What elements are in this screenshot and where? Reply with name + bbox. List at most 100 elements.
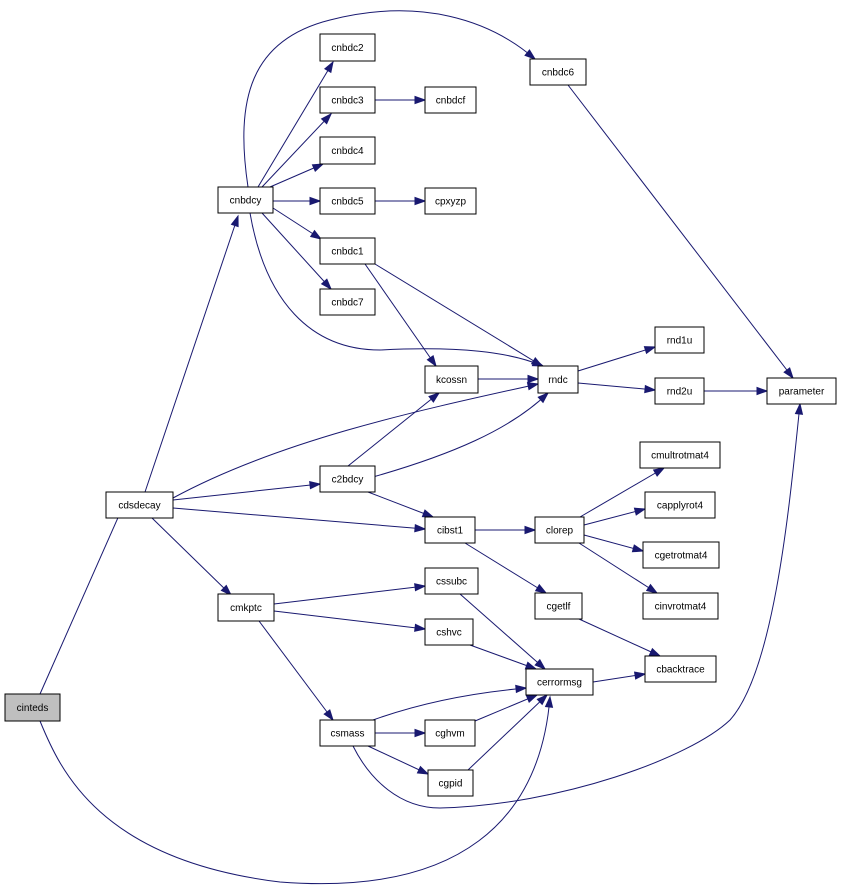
edge-line: [258, 620, 334, 721]
node-rnd1u[interactable]: rnd1u: [654, 326, 705, 354]
arrowhead-icon: [524, 49, 537, 60]
node-cnbdc5[interactable]: cnbdc5: [319, 187, 376, 215]
node-cgpid[interactable]: cgpid: [427, 769, 474, 797]
node-label: cnbdcf: [436, 96, 466, 107]
node-box: [319, 237, 376, 265]
node-label: cbacktrace: [656, 665, 705, 676]
node-cnbdcf[interactable]: cnbdcf: [424, 86, 477, 114]
node-box: [319, 33, 376, 62]
edge-cnbdcy-cnbdc6: [243, 10, 537, 188]
node-cdsdecay[interactable]: cdsdecay: [105, 491, 174, 519]
node-rndc[interactable]: rndc: [537, 365, 579, 394]
arrowhead-icon: [309, 229, 323, 240]
arrowhead-icon: [524, 661, 538, 670]
node-capplyrot4[interactable]: capplyrot4: [644, 491, 716, 519]
node-cnbdcy[interactable]: cnbdcy: [217, 186, 274, 214]
arrowhead-icon: [783, 367, 794, 380]
node-cnbdc1[interactable]: cnbdc1: [319, 237, 376, 265]
node-label: rnd2u: [667, 387, 693, 398]
node-box: [319, 719, 376, 747]
node-cbacktrace[interactable]: cbacktrace: [644, 655, 717, 683]
node-label: cgetrotmat4: [655, 551, 708, 562]
arrowhead-icon: [323, 60, 334, 74]
node-box: [424, 187, 477, 215]
node-label: cnbdc6: [542, 68, 575, 79]
node-cinvrotmat4[interactable]: cinvrotmat4: [642, 592, 719, 620]
node-cibst1[interactable]: cibst1: [424, 516, 476, 544]
node-cghvm[interactable]: cghvm: [424, 719, 476, 747]
edge-line: [459, 593, 546, 670]
edge-line: [273, 585, 426, 605]
node-label: rndc: [548, 375, 567, 386]
edge-line: [257, 61, 334, 188]
node-box: [319, 86, 376, 114]
node-label: parameter: [779, 387, 825, 398]
edge-cnbdcy-rndc: [249, 212, 545, 367]
node-csmass[interactable]: csmass: [319, 719, 376, 747]
edge-line: [372, 687, 527, 721]
node-box: [105, 491, 174, 519]
arrowhead-icon: [534, 583, 548, 594]
arrowhead-icon: [534, 658, 547, 671]
node-cshvc[interactable]: cshvc: [424, 618, 474, 646]
edge-cnbdcy-cnbdc2: [257, 60, 334, 188]
edge-cerrormsg-cbacktrace: [592, 671, 647, 683]
node-c2bdcy[interactable]: c2bdcy: [319, 465, 376, 493]
node-cmultrotmat4[interactable]: cmultrotmat4: [639, 441, 721, 469]
arrowhead-icon: [414, 523, 427, 533]
arrowhead-icon: [426, 354, 437, 368]
edge-cnbdc1-kcossn: [364, 263, 437, 368]
edge-c2bdcy-rndc: [372, 391, 550, 478]
node-cnbdc2[interactable]: cnbdc2: [319, 33, 376, 62]
arrowhead-icon: [428, 392, 441, 403]
node-label: cnbdc3: [331, 96, 364, 107]
arrowhead-icon: [633, 507, 647, 516]
node-cssubc[interactable]: cssubc: [424, 567, 479, 595]
arrowhead-icon: [320, 112, 333, 125]
arrowhead-icon: [645, 583, 659, 594]
edge-csmass-cerrormsg: [372, 684, 528, 721]
node-box: [217, 593, 275, 622]
node-label: cghvm: [435, 729, 464, 740]
node-label: cgpid: [439, 779, 463, 790]
edge-line: [372, 392, 549, 478]
arrowhead-icon: [421, 509, 435, 518]
edge-cnbdcy-cnbdc4: [269, 163, 325, 188]
node-cnbdc6[interactable]: cnbdc6: [529, 58, 587, 86]
arrowhead-icon: [756, 386, 769, 396]
edge-cmkptc-cssubc: [273, 583, 427, 605]
edge-clorep-cinvrotmat4: [578, 542, 659, 594]
node-label: cssubc: [436, 577, 467, 588]
node-cpxyzp[interactable]: cpxyzp: [424, 187, 477, 215]
node-box: [319, 187, 376, 215]
edge-cssubc-cerrormsg: [459, 593, 547, 671]
edge-csmass-cgpid: [367, 745, 430, 775]
node-label: cinvrotmat4: [655, 602, 707, 613]
node-box: [424, 86, 477, 114]
node-clorep[interactable]: clorep: [534, 516, 585, 544]
edge-csmass-cghvm: [375, 728, 427, 738]
node-kcossn[interactable]: kcossn: [424, 365, 479, 394]
node-box: [427, 769, 474, 797]
node-cnbdc4[interactable]: cnbdc4: [319, 136, 376, 165]
edge-line: [249, 212, 544, 367]
node-rnd2u[interactable]: rnd2u: [654, 377, 705, 405]
node-box: [217, 186, 274, 214]
node-box: [537, 365, 579, 394]
node-cgetrotmat4[interactable]: cgetrotmat4: [642, 541, 720, 569]
edge-line: [261, 113, 332, 188]
node-cmkptc[interactable]: cmkptc: [217, 593, 275, 622]
node-parameter[interactable]: parameter: [766, 377, 837, 405]
node-label: c2bdcy: [332, 475, 364, 486]
edge-line: [273, 610, 426, 630]
node-cnbdc3[interactable]: cnbdc3: [319, 86, 376, 114]
node-cgetlf[interactable]: cgetlf: [534, 592, 583, 620]
node-cnbdc7[interactable]: cnbdc7: [319, 288, 376, 316]
edge-line: [367, 745, 429, 775]
node-cinteds[interactable]: cinteds: [4, 693, 61, 722]
arrowhead-icon: [633, 671, 647, 680]
arrowhead-icon: [525, 694, 539, 703]
arrowhead-icon: [230, 214, 239, 228]
node-cerrormsg[interactable]: cerrormsg: [525, 668, 594, 696]
